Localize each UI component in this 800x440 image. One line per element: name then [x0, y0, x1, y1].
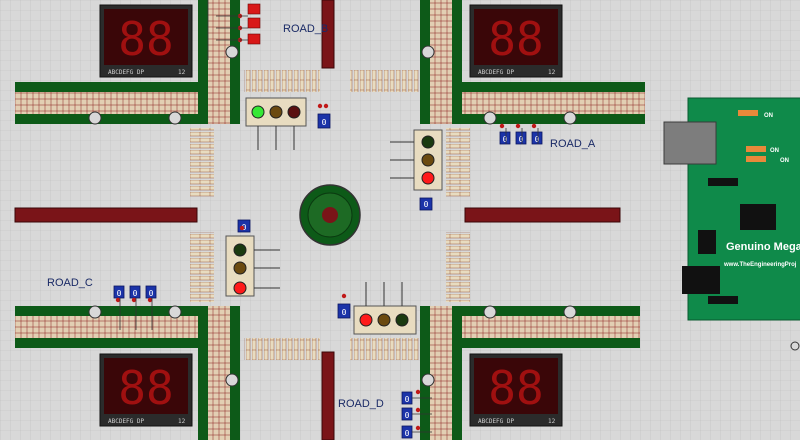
median-east	[464, 207, 621, 223]
display-se-pinnum: 12	[548, 418, 556, 425]
seven-segment-display-se[interactable]: 88 ABCDEFG DP 12	[469, 353, 563, 427]
traffic-light-south[interactable]	[353, 282, 417, 335]
display-nw-digits: 88	[118, 12, 173, 66]
led-2	[746, 146, 766, 152]
road-a-east-arm	[425, 82, 645, 348]
crosswalk-east	[446, 128, 470, 198]
svg-text:0: 0	[535, 135, 540, 144]
svg-text:0: 0	[405, 429, 410, 438]
road-b-north-arm	[198, 0, 462, 124]
seven-segment-display-nw[interactable]: 88 ABCDEFG DP 12	[99, 4, 193, 78]
board-url: www.TheEngineeringProj	[723, 262, 797, 268]
led-3	[746, 156, 766, 162]
svg-text:0: 0	[519, 135, 524, 144]
east-green-lamp	[421, 135, 435, 149]
seven-segment-display-sw[interactable]: 88 ABCDEFG DP 12	[99, 353, 193, 427]
svg-text:0: 0	[405, 411, 410, 420]
genuino-mega-board[interactable]: ON ON ON Genuino Mega www.TheEngineering…	[663, 97, 800, 351]
diode-top	[708, 178, 738, 186]
svg-text:0: 0	[117, 289, 122, 298]
road-d-south-arm	[198, 306, 462, 440]
east-red-lamp	[421, 171, 435, 185]
mount-hole	[790, 341, 800, 351]
road-c-west-arm	[15, 82, 240, 348]
crosswalk-west	[190, 128, 214, 198]
roundabout	[299, 184, 361, 246]
south-green-lamp	[395, 313, 409, 327]
logic-probes[interactable]	[113, 113, 543, 439]
south-red-lamp	[359, 313, 373, 327]
north-red-lamp	[287, 105, 301, 119]
diode-bottom	[708, 296, 738, 304]
crosswalk-north-2	[350, 70, 420, 92]
west-red-lamp	[233, 281, 247, 295]
svg-text:0: 0	[322, 118, 327, 127]
west-green-lamp	[233, 243, 247, 257]
display-ne-pins: ABCDEFG DP	[478, 69, 515, 76]
red-output-probes[interactable]	[247, 3, 261, 45]
svg-text:0: 0	[149, 289, 154, 298]
crosswalk-north	[244, 70, 320, 92]
median-south	[321, 351, 335, 440]
traffic-light-west[interactable]	[225, 235, 280, 297]
crosswalk-south-2	[350, 338, 420, 360]
power-jack	[682, 266, 720, 294]
display-sw-pins: ABCDEFG DP	[108, 418, 145, 425]
seven-segment-display-ne[interactable]: 88 ABCDEFG DP 12	[469, 4, 563, 78]
display-nw-pinnum: 12	[178, 69, 186, 76]
road-c-label: ROAD_C	[47, 277, 93, 289]
median-west	[14, 207, 198, 223]
west-amber-lamp	[233, 261, 247, 275]
display-sw-pinnum: 12	[178, 418, 186, 425]
median-north	[321, 0, 335, 69]
regulator-chip	[698, 230, 716, 254]
signal-wires	[119, 0, 539, 433]
crosswalk-south	[244, 338, 320, 360]
north-green-lamp	[251, 105, 265, 119]
crosswalk-east-2	[446, 232, 470, 302]
corner-markers	[88, 45, 577, 387]
svg-text:0: 0	[342, 308, 347, 317]
display-ne-digits: 88	[488, 12, 543, 66]
road-d-label: ROAD_D	[338, 398, 384, 410]
led-3-label: ON	[780, 158, 789, 164]
led-2-label: ON	[770, 148, 779, 154]
svg-text:0: 0	[405, 395, 410, 404]
svg-text:0: 0	[133, 289, 138, 298]
pin-dots	[115, 13, 537, 431]
display-se-pins: ABCDEFG DP	[478, 418, 515, 425]
east-amber-lamp	[421, 153, 435, 167]
board-name: Genuino Mega	[726, 241, 800, 253]
display-nw-pins: ABCDEFG DP	[108, 69, 145, 76]
main-chip	[740, 204, 776, 230]
led-1	[738, 110, 758, 116]
north-amber-lamp	[269, 105, 283, 119]
road-b-label: ROAD_B	[283, 23, 328, 35]
svg-text:0: 0	[424, 200, 429, 209]
crosswalk-west-2	[190, 232, 214, 302]
display-sw-digits: 88	[118, 361, 173, 415]
south-amber-lamp	[377, 313, 391, 327]
led-1-label: ON	[764, 113, 773, 119]
traffic-light-north[interactable]	[245, 97, 307, 150]
display-ne-pinnum: 12	[548, 69, 556, 76]
road-a-label: ROAD_A	[550, 138, 596, 150]
probe-values: 0 0 0 0 0 0 0 0 0 0 0 0 0	[117, 118, 540, 438]
traffic-light-east[interactable]	[390, 129, 443, 191]
svg-text:0: 0	[503, 135, 508, 144]
usb-connector	[663, 121, 717, 165]
display-se-digits: 88	[488, 361, 543, 415]
